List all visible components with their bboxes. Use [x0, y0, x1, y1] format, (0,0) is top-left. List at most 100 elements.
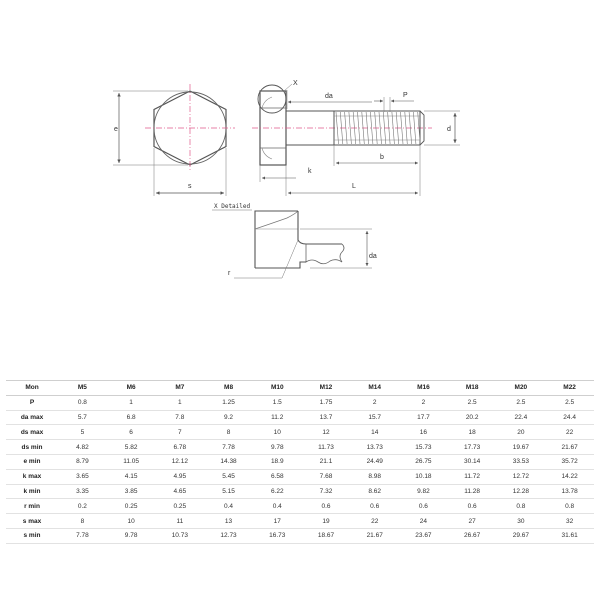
row-label: da max — [6, 410, 59, 426]
table-header-size: M6 — [106, 380, 156, 396]
row-label: k max — [6, 469, 59, 485]
table-cell: 0.25 — [106, 498, 156, 515]
row-label: P — [6, 395, 59, 411]
thread-line — [370, 111, 374, 145]
detail-x-circle — [257, 84, 287, 114]
thread-line — [387, 111, 391, 145]
table-cell: 9.78 — [106, 528, 156, 544]
dimension-p-label: P — [403, 92, 408, 99]
table-cell: 14.22 — [545, 469, 594, 485]
thread-line — [408, 111, 412, 145]
table-cell: 7 — [155, 424, 205, 441]
row-label: ds max — [6, 424, 59, 441]
table-cell: 18.67 — [301, 528, 351, 544]
table-cell: 32 — [545, 513, 594, 529]
table-header-size: M14 — [350, 380, 400, 396]
table-cell: 7.68 — [301, 469, 351, 485]
table-cell: 17 — [252, 513, 302, 529]
table-cell: 0.8 — [496, 498, 546, 515]
table-cell: 33.53 — [496, 454, 546, 470]
table-cell: 18 — [447, 424, 497, 441]
table-cell: 35.72 — [545, 454, 594, 470]
table-cell: 10.18 — [399, 469, 448, 485]
thread-line — [335, 111, 339, 145]
table-cell: 5.82 — [106, 439, 156, 455]
table-cell: 13.73 — [350, 439, 400, 455]
table-cell: 9.78 — [252, 439, 302, 455]
thread-line — [365, 111, 369, 145]
thread-line — [395, 111, 399, 145]
bolt-technical-drawing: e s X da P — [113, 80, 460, 279]
table-cell: 24 — [399, 513, 448, 529]
table-cell: 11.2 — [252, 410, 302, 426]
dimension-s-label: s — [188, 183, 192, 190]
table-cell: 4.95 — [155, 469, 205, 485]
table-cell: 0.8 — [545, 498, 594, 515]
table-cell: 5.7 — [58, 410, 107, 426]
table-cell: 3.65 — [58, 469, 107, 485]
table-header-mon: Mon — [6, 380, 59, 396]
table-cell: 20 — [496, 424, 546, 441]
detail-head-outline — [254, 210, 298, 268]
table-cell: 19 — [301, 513, 351, 529]
thread-line — [378, 111, 382, 145]
table-cell: 7.8 — [155, 410, 205, 426]
thread-line — [357, 111, 361, 145]
table-cell: 12.12 — [155, 454, 205, 470]
table-cell: 14 — [350, 424, 400, 441]
table-cell: 0.6 — [301, 498, 351, 515]
table-cell: 13.78 — [545, 484, 594, 500]
table-cell: 2.5 — [447, 395, 497, 411]
table-cell: 8 — [204, 424, 253, 441]
table-cell: 26.75 — [399, 454, 448, 470]
thread-line — [391, 111, 395, 145]
table-cell: 22 — [350, 513, 400, 529]
row-label: s min — [6, 528, 59, 544]
table-cell: 31.61 — [545, 528, 594, 544]
table-cell: 20.2 — [447, 410, 497, 426]
table-cell: 10 — [252, 424, 302, 441]
dimension-k-label: k — [308, 168, 312, 175]
table-cell: 18.9 — [252, 454, 302, 470]
table-header-size: M18 — [447, 380, 497, 396]
table-cell: 6.8 — [106, 410, 156, 426]
table-cell: 8.79 — [58, 454, 107, 470]
table-cell: 21.1 — [301, 454, 351, 470]
detail-x-label: X — [293, 80, 298, 87]
table-cell: 12.73 — [204, 528, 253, 544]
table-cell: 24.49 — [350, 454, 400, 470]
detail-r-label: r — [228, 270, 231, 277]
table-cell: 9.82 — [399, 484, 448, 500]
table-cell: 27 — [447, 513, 497, 529]
table-cell: 30 — [496, 513, 546, 529]
table-cell: 0.6 — [399, 498, 448, 515]
x-detail-view: X Detailed r da — [212, 203, 377, 279]
table-cell: 3.35 — [58, 484, 107, 500]
thread-line — [413, 111, 417, 145]
table-cell: 8.62 — [350, 484, 400, 500]
table-cell: 4.82 — [58, 439, 107, 455]
table-cell: 6 — [106, 424, 156, 441]
table-cell: 30.14 — [447, 454, 497, 470]
table-cell: 19.67 — [496, 439, 546, 455]
table-cell: 15.73 — [399, 439, 448, 455]
table-cell: 11 — [155, 513, 205, 529]
table-cell: 3.85 — [106, 484, 156, 500]
row-label: r min — [6, 498, 59, 515]
table-header-size: M10 — [252, 380, 302, 396]
table-header-size: M22 — [545, 380, 594, 396]
table-cell: 7.78 — [58, 528, 107, 544]
thread-line — [383, 111, 387, 145]
table-cell: 14.38 — [204, 454, 253, 470]
table-cell: 16 — [399, 424, 448, 441]
table-cell: 29.67 — [496, 528, 546, 544]
